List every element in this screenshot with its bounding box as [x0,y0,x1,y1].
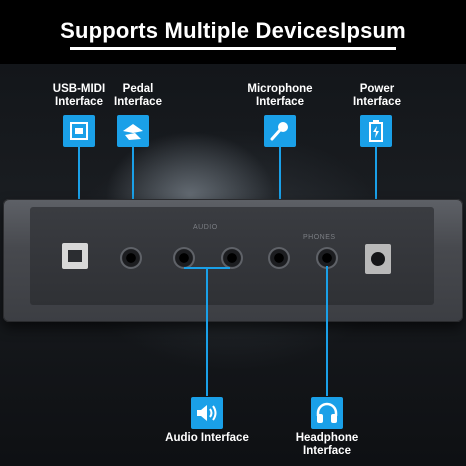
title-underline [70,47,396,50]
microphone-connector-line [279,147,281,243]
pedal-label: Pedal Interface [110,83,166,109]
pedal-icon [123,124,143,140]
page-title: Supports Multiple DevicesIpsum [60,18,406,43]
power-label: Power Interface [345,83,409,109]
power-label-line2: Interface [353,96,401,108]
usb-connector-line [78,147,80,239]
speaker-icon-box [191,397,223,429]
headphone-label-line1: Headphone [295,432,359,444]
audio-connector-line [206,267,208,396]
headphone-connector-line [326,266,328,396]
usb-midi-label: USB-MIDI Interface [48,83,110,109]
battery-icon [369,120,383,142]
microphone-label: Microphone Interface [240,83,320,109]
pedal-connector-line [132,147,134,244]
microphone-label-line1: Microphone [247,83,313,95]
audio-out-right-jack [221,247,243,269]
headphone-jack [316,247,338,269]
headphone-icon [316,402,338,423]
microphone-icon-box [264,115,296,147]
audio-out-left-jack [173,247,195,269]
pedal-label-line1: Pedal [122,83,154,95]
usb-icon [70,122,88,140]
audio-label-line1: Audio Interface [165,432,249,444]
headphone-label: Headphone Interface [290,432,364,458]
pedal-icon-box [117,115,149,147]
audio-out-silkscreen: AUDIO [193,224,218,231]
power-label-line1: Power [359,83,395,95]
pedal-label-line2: Interface [114,96,162,108]
microphone-label-line2: Interface [256,96,304,108]
usb-midi-label-line1: USB-MIDI [52,83,106,95]
headphone-label-line2: Interface [303,445,351,457]
headphones-silkscreen: PHONES [303,234,336,241]
headphone-icon-box [311,397,343,429]
microphone-jack [268,247,290,269]
usb-b-port [62,243,88,269]
usb-midi-label-line2: Interface [55,96,103,108]
power-connector-line [375,147,377,242]
usb-icon-box [63,115,95,147]
title-bar [0,0,466,64]
pedal-jack [120,247,142,269]
speaker-icon [197,405,217,421]
audio-label: Audio Interface [158,432,256,445]
dc-power-socket [365,244,391,274]
battery-icon-box [360,115,392,147]
microphone-icon [270,122,288,141]
